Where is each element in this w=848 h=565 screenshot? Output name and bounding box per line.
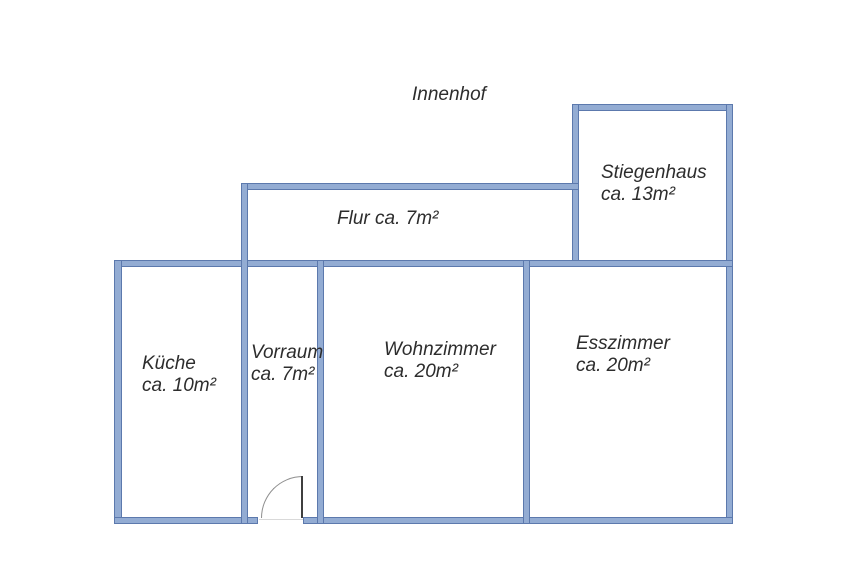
wall-stiegenhaus-top: [572, 104, 733, 111]
wall-flur-top: [241, 183, 579, 190]
wall-bottom-right-segment: [303, 517, 733, 524]
door-swing-arc-icon: [261, 476, 303, 518]
wall-vorraum-wohnzimmer: [317, 260, 324, 524]
wall-outer-left: [114, 260, 122, 524]
room-name: Wohnzimmer: [384, 339, 496, 360]
room-label-kueche: Küche ca. 10m²: [142, 353, 216, 397]
room-name: Esszimmer: [576, 333, 670, 354]
room-name: Stiegenhaus: [601, 162, 707, 183]
room-label-vorraum: Vorraum ca. 7m²: [251, 342, 323, 386]
wall-outer-right: [726, 104, 733, 524]
room-name: Vorraum: [251, 342, 324, 363]
room-label-wohnzimmer: Wohnzimmer ca. 20m²: [384, 339, 496, 383]
room-label-stiegenhaus: Stiegenhaus ca. 13m²: [601, 162, 707, 206]
wall-main-top: [114, 260, 733, 267]
wall-wohnzimmer-esszimmer: [523, 260, 530, 524]
room-name: Küche: [142, 353, 196, 374]
room-area: ca. 20m²: [384, 361, 458, 382]
courtyard-label: Innenhof: [412, 84, 486, 105]
door-threshold: [259, 519, 303, 520]
wall-bottom-left-segment: [114, 517, 258, 524]
room-label-esszimmer: Esszimmer ca. 20m²: [576, 333, 670, 377]
room-area: ca. 10m²: [142, 375, 216, 396]
wall-flur-left-kueche-vorraum: [241, 183, 248, 524]
room-label-flur: Flur ca. 7m²: [337, 208, 439, 229]
room-area: ca. 7m²: [251, 364, 315, 385]
door-leaf: [301, 476, 303, 518]
room-area: ca. 13m²: [601, 184, 675, 205]
room-area: ca. 20m²: [576, 355, 650, 376]
